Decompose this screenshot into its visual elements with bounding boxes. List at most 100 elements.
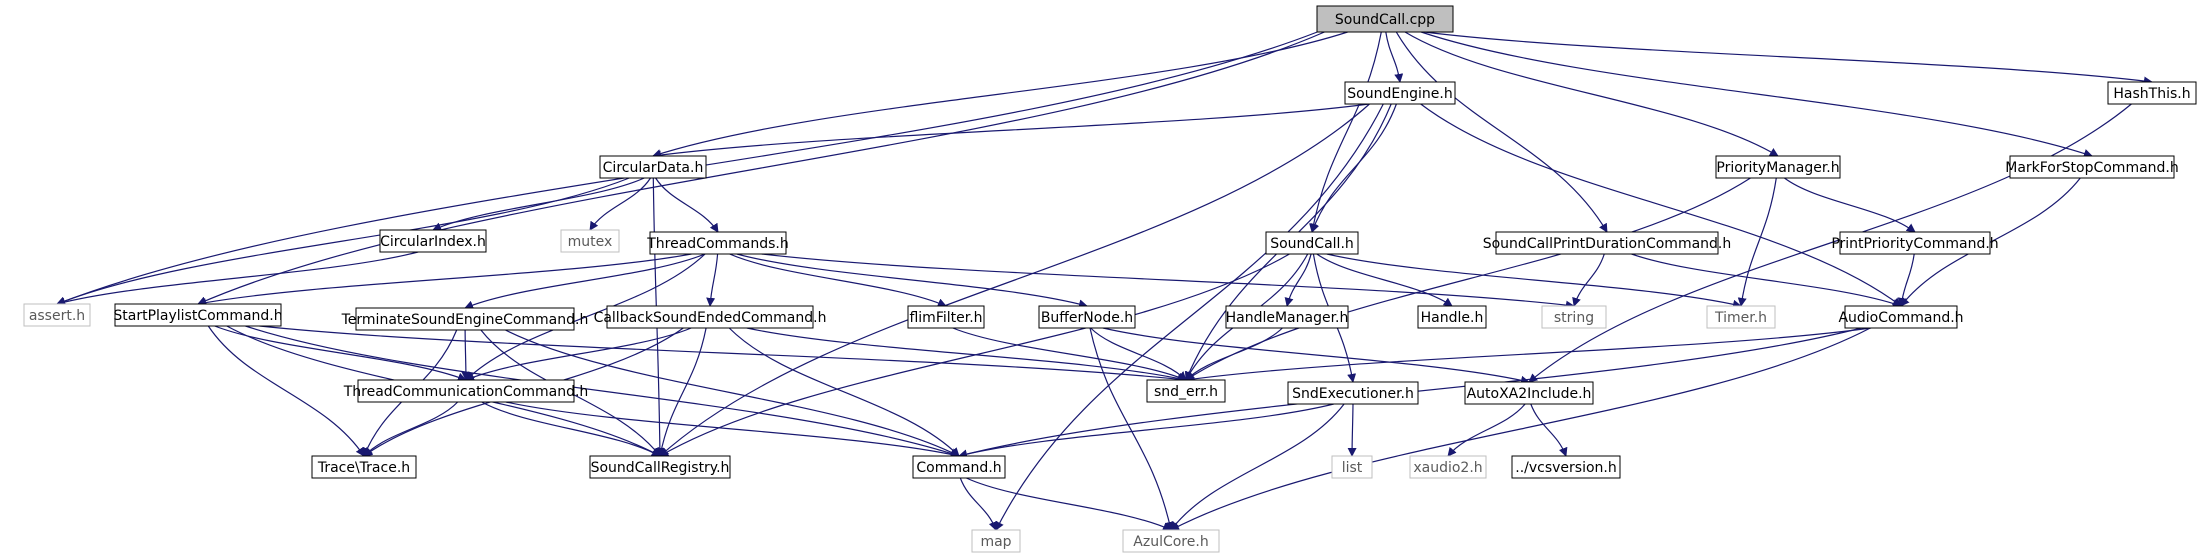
edge-prioritymanager_h-to-snd_err_h (1185, 177, 1751, 381)
node-assert-h: assert.h (23, 303, 91, 327)
node-box (23, 303, 91, 327)
node-azulcore-h: AzulCore.h (1122, 529, 1220, 553)
node-label: PrintPriorityCommand.h (1831, 236, 1998, 252)
edge-circularindex_h-to-assert_h (56, 251, 419, 307)
node-box (560, 229, 620, 253)
node-label: HashThis.h (2113, 86, 2190, 102)
edge-threadcommands_h-to-buffernode_h (736, 253, 1088, 309)
node-xaudio2-h: xaudio2.h (1409, 455, 1487, 479)
edge-soundcall_cpp-to-printduration_h (1395, 31, 1608, 233)
edge-sndexec_h-to-list (1347, 403, 1357, 457)
node-circularindex-h[interactable]: CircularIndex.h (379, 229, 487, 253)
edge-buffernode_h-to-azulcore_h (1089, 327, 1174, 531)
edge-circulardata_h-to-mutex (589, 177, 652, 231)
edge-prioritymanager_h-to-printpriority_h (1784, 177, 1916, 233)
node-label: assert.h (29, 308, 85, 324)
edge-callbackended_h-to-command_h (728, 327, 960, 457)
node-threadcomm-h[interactable]: ThreadCommunicationCommand.h (343, 379, 589, 403)
edge-buffernode_h-to-autoxa2_h (1102, 327, 1530, 385)
node-threadcommands-h[interactable]: ThreadCommands.h (646, 231, 789, 255)
node-circulardata-h[interactable]: CircularData.h (599, 155, 707, 179)
node-startplaylist-h[interactable]: StartPlaylistCommand.h (113, 303, 283, 327)
edge-soundcall_cpp-to-prioritymanager_h (1404, 31, 1779, 157)
edge-threadcommands_h-to-startplaylist_h (197, 253, 692, 307)
edge-soundcall_h-to-handlemanager_h (1284, 253, 1312, 307)
node-label: Command.h (916, 460, 1001, 476)
node-printpriority-h[interactable]: PrintPriorityCommand.h (1831, 231, 1999, 255)
edge-circulardata_h-to-assert_h (56, 177, 630, 306)
node-label: Timer.h (1714, 310, 1767, 326)
node-handle-h[interactable]: Handle.h (1417, 305, 1487, 329)
node-printduration-h[interactable]: SoundCallPrintDurationCommand.h (1483, 231, 1732, 255)
node-timer-h: Timer.h (1706, 305, 1776, 329)
node-box (1541, 305, 1607, 329)
node-soundcall-h[interactable]: SoundCall.h (1265, 231, 1359, 255)
edge-callbackended_h-to-snd_err_h (746, 327, 1187, 383)
edge-command_h-to-azulcore_h (966, 477, 1172, 531)
node-command-h[interactable]: Command.h (912, 455, 1006, 479)
node-list: list (1331, 455, 1373, 479)
node-label: snd_err.h (1154, 384, 1218, 400)
node-box (1122, 529, 1220, 553)
node-box (379, 229, 487, 253)
node-box (114, 303, 282, 327)
node-registry-h[interactable]: SoundCallRegistry.h (589, 455, 731, 479)
node-hashthis-h[interactable]: HashThis.h (2107, 81, 2197, 105)
edge-autoxa2_h-to-vcsversion_h (1530, 403, 1568, 457)
edge-sndexec_h-to-command_h (958, 403, 1334, 459)
node-label: xaudio2.h (1413, 460, 1482, 476)
node-buffernode-h[interactable]: BufferNode.h (1038, 305, 1136, 329)
node-label: TerminateSoundEngineCommand.h (341, 312, 589, 328)
edge-threadcommands_h-to-string (761, 253, 1575, 310)
node-callbackended-h[interactable]: CallbackSoundEndedCommand.h (594, 305, 827, 329)
node-label: MarkForStopCommand.h (2005, 160, 2179, 176)
node-box (1287, 381, 1419, 405)
edge-flimfilter_h-to-snd_err_h (952, 327, 1187, 382)
node-label: AudioCommand.h (1838, 310, 1963, 326)
edge-callbackended_h-to-registry_h (657, 327, 707, 457)
node-soundengine-h[interactable]: SoundEngine.h (1344, 81, 1456, 105)
node-box (971, 529, 1021, 553)
node-box (357, 379, 575, 403)
node-box (1844, 305, 1958, 329)
edge-buffernode_h-to-snd_err_h (1090, 327, 1187, 381)
node-label: string (1554, 310, 1594, 326)
edge-soundengine_h-to-registry_h (659, 103, 1370, 457)
node-audiocommand-h[interactable]: AudioCommand.h (1838, 305, 1964, 329)
edge-sndexec_h-to-azulcore_h (1170, 403, 1345, 531)
node-label: ../vcsversion.h (1515, 460, 1617, 476)
node-vcsversion-h[interactable]: ../vcsversion.h (1511, 455, 1621, 479)
node-trace-h[interactable]: Trace\Trace.h (311, 455, 417, 479)
edge-audiocommand_h-to-azulcore_h (1170, 327, 1871, 531)
dependency-edges (56, 31, 2153, 531)
node-sndexec-h[interactable]: SndExecutioner.h (1287, 381, 1419, 405)
node-box (1409, 455, 1487, 479)
node-label: AutoXA2Include.h (1467, 386, 1592, 402)
edge-soundcall_h-to-handle_h (1316, 253, 1453, 307)
edge-terminate_h-to-threadcomm_h (461, 329, 471, 381)
edge-printpriority_h-to-audiocommand_h (1897, 253, 1915, 307)
node-map: map (971, 529, 1021, 553)
edge-soundengine_h-to-soundcall_h (1310, 103, 1397, 233)
node-label: PriorityManager.h (1716, 160, 1839, 176)
node-terminate-h[interactable]: TerminateSoundEngineCommand.h (341, 307, 589, 331)
node-box (1464, 381, 1594, 405)
node-prioritymanager-h[interactable]: PriorityManager.h (1715, 155, 1841, 179)
node-handlemanager-h[interactable]: HandleManager.h (1225, 305, 1349, 329)
node-markforstop-h[interactable]: MarkForStopCommand.h (2005, 155, 2179, 179)
node-autoxa2-h[interactable]: AutoXA2Include.h (1464, 381, 1594, 405)
node-label: AzulCore.h (1133, 534, 1208, 550)
edge-threadcomm_h-to-registry_h (481, 401, 661, 457)
edge-soundcall_cpp-to-soundcall_h (1309, 31, 1382, 233)
node-box (1038, 305, 1136, 329)
node-label: map (980, 534, 1011, 550)
node-label: CircularData.h (603, 160, 704, 176)
node-flimfilter-h[interactable]: flimFilter.h (907, 305, 985, 329)
node-box (1495, 231, 1719, 255)
node-snd-err-h[interactable]: snd_err.h (1146, 379, 1226, 403)
node-soundcall-cpp[interactable]: SoundCall.cpp (1316, 5, 1454, 33)
edge-printduration_h-to-string (1572, 253, 1605, 307)
node-box (589, 455, 731, 479)
edge-terminate_h-to-command_h (505, 329, 960, 457)
